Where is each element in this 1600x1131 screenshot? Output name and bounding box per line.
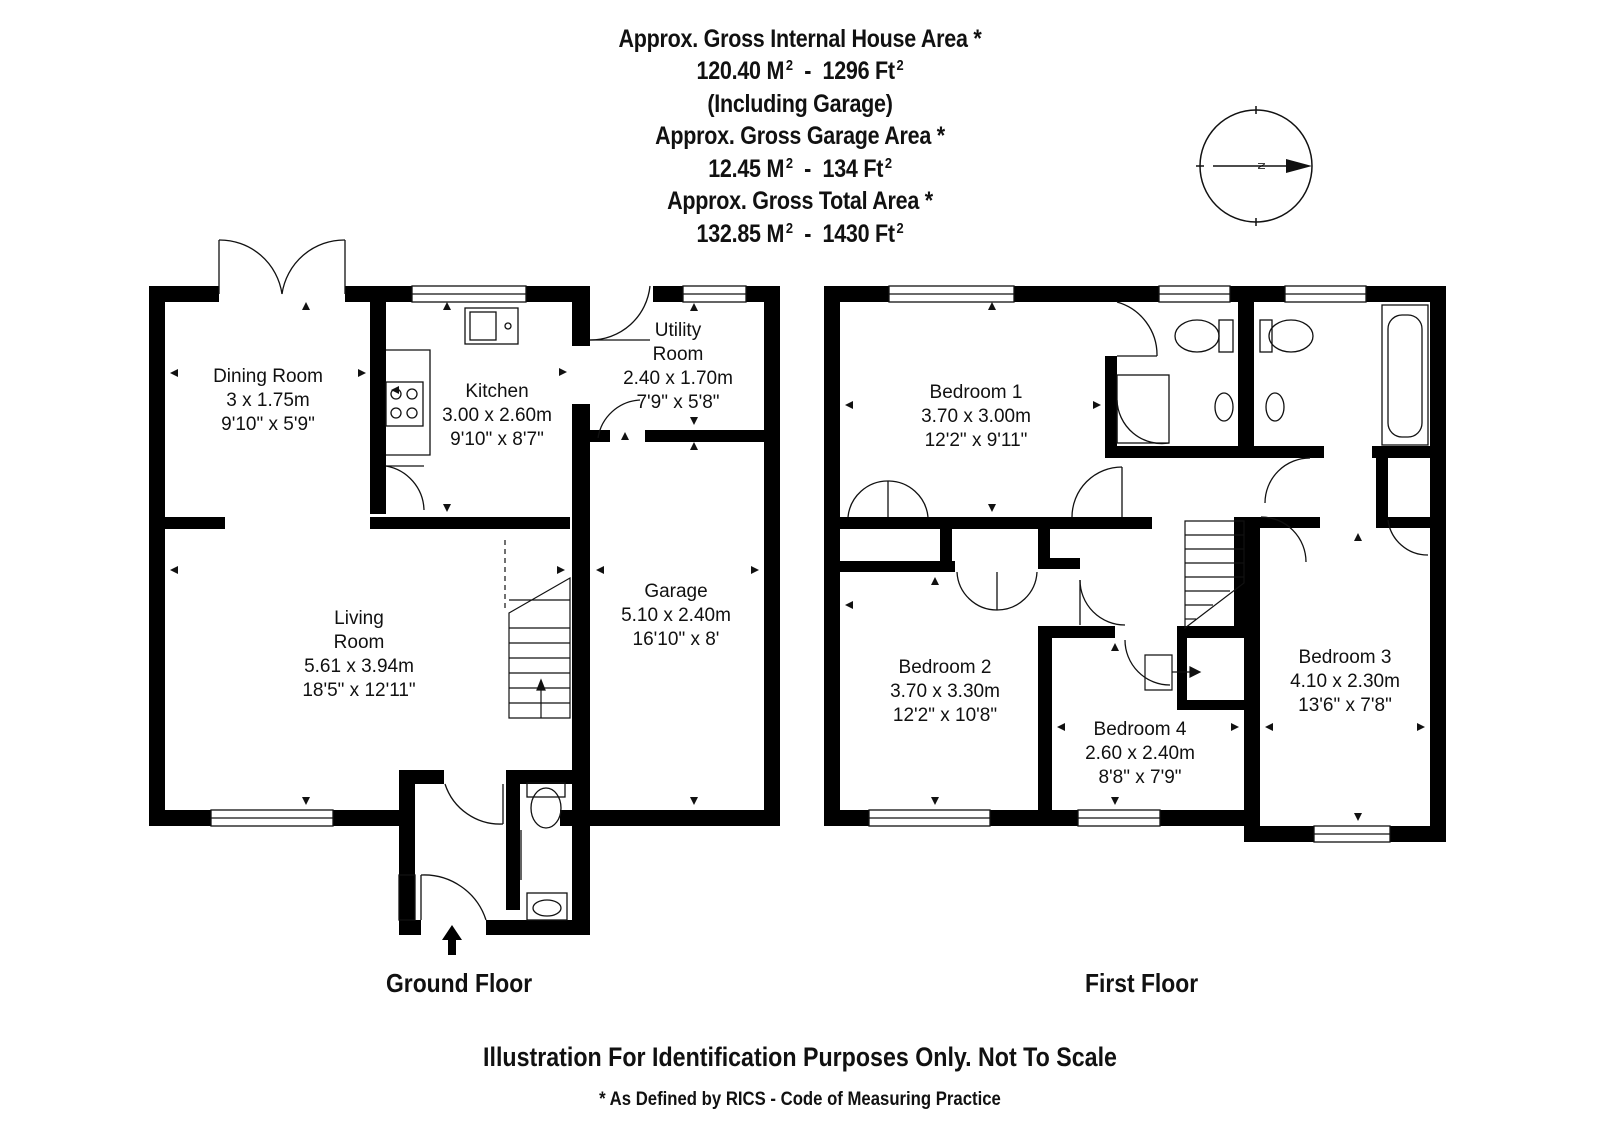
separator: - xyxy=(804,220,812,248)
room-imperial: 9'10" x 5'9" xyxy=(221,414,315,435)
room-name: Kitchen xyxy=(465,381,528,402)
room-metric: 5.10 x 2.40m xyxy=(621,605,731,626)
room-imperial: 12'2" x 9'11" xyxy=(925,430,1028,451)
room-metric: 3.00 x 2.60m xyxy=(442,405,552,426)
room-bedroom-1: Bedroom 1 3.70 x 3.00m 12'2" x 9'11" xyxy=(921,382,1031,451)
compass-north-letter: N xyxy=(1255,162,1266,169)
room-imperial: 8'8" x 7'9" xyxy=(1098,767,1181,788)
header-line-3: (Including Garage) xyxy=(707,90,893,118)
room-name: Bedroom 2 xyxy=(899,657,992,678)
entrance-arrow-icon xyxy=(442,925,462,955)
wc-fixtures xyxy=(520,782,568,921)
room-living: Living Room 5.61 x 3.94m 18'5" x 12'11" xyxy=(302,608,415,701)
sup: 2 xyxy=(884,155,892,172)
separator: - xyxy=(804,155,812,183)
separator: - xyxy=(804,57,812,85)
rics-note: * As Defined by RICS - Code of Measuring… xyxy=(599,1089,1001,1110)
room-bedroom-4: Bedroom 4 2.60 x 2.40m 8'8" x 7'9" xyxy=(1085,719,1195,788)
header-line-4: Approx. Gross Garage Area * xyxy=(655,122,945,150)
sup: 2 xyxy=(785,155,793,172)
total-area-imperial: 1430 Ft xyxy=(822,220,896,248)
total-area-metric: 132.85 M xyxy=(696,220,785,248)
compass-icon: N xyxy=(1196,106,1313,226)
sup: 2 xyxy=(896,57,904,74)
sup: 2 xyxy=(896,220,904,237)
room-name: Living xyxy=(334,608,384,629)
ground-floor-doors xyxy=(218,239,651,921)
first-floor-doors xyxy=(847,301,1429,686)
disclaimer-text: Illustration For Identification Purposes… xyxy=(483,1042,1117,1072)
sup: 2 xyxy=(785,220,793,237)
room-name: Bedroom 4 xyxy=(1094,719,1187,740)
room-name-2: Room xyxy=(334,632,385,653)
room-name: Garage xyxy=(644,581,707,602)
room-imperial: 16'10" x 8' xyxy=(633,629,720,650)
first-floor-windows xyxy=(868,285,1391,843)
room-metric: 4.10 x 2.30m xyxy=(1290,671,1400,692)
ground-floor-windows xyxy=(210,285,747,921)
measurement-ticks xyxy=(170,302,1425,821)
garage-area-metric: 12.45 M xyxy=(708,155,785,183)
room-imperial: 18'5" x 12'11" xyxy=(302,680,415,701)
garage-area-imperial: 134 Ft xyxy=(822,155,884,183)
room-name: Bedroom 1 xyxy=(930,382,1023,403)
room-imperial: 7'9" x 5'8" xyxy=(636,392,719,413)
room-name: Bedroom 3 xyxy=(1299,647,1392,668)
room-metric: 3.70 x 3.30m xyxy=(890,681,1000,702)
room-name-2: Room xyxy=(653,344,704,365)
ground-staircase xyxy=(504,540,571,719)
first-floor-staircase xyxy=(1144,520,1245,691)
room-bedroom-3: Bedroom 3 4.10 x 2.30m 13'6" x 7'8" xyxy=(1290,647,1400,716)
room-metric: 5.61 x 3.94m xyxy=(304,656,414,677)
house-area-imperial: 1296 Ft xyxy=(822,57,896,85)
bathroom-fixtures xyxy=(1116,304,1429,446)
room-dining: Dining Room 3 x 1.75m 9'10" x 5'9" xyxy=(213,366,323,435)
room-name: Utility xyxy=(655,320,702,341)
first-floor-walls xyxy=(824,286,1446,842)
sup: 2 xyxy=(785,57,793,74)
room-imperial: 13'6" x 7'8" xyxy=(1298,695,1392,716)
room-imperial: 12'2" x 10'8" xyxy=(893,705,997,726)
kitchen-fixtures xyxy=(385,307,519,456)
ground-floor-walls xyxy=(149,286,780,935)
room-imperial: 9'10" x 8'7" xyxy=(450,429,544,450)
room-garage: Garage 5.10 x 2.40m 16'10" x 8' xyxy=(621,581,731,650)
header-line-1: Approx. Gross Internal House Area * xyxy=(618,25,982,53)
room-kitchen: Kitchen 3.00 x 2.60m 9'10" x 8'7" xyxy=(442,381,552,450)
house-area-metric: 120.40 M xyxy=(696,57,785,85)
room-metric: 3.70 x 3.00m xyxy=(921,406,1031,427)
room-utility: Utility Room 2.40 x 1.70m 7'9" x 5'8" xyxy=(623,320,733,413)
room-metric: 2.60 x 2.40m xyxy=(1085,743,1195,764)
room-bedroom-2: Bedroom 2 3.70 x 3.30m 12'2" x 10'8" xyxy=(890,657,1000,726)
room-metric: 3 x 1.75m xyxy=(226,390,309,411)
ground-floor-label: Ground Floor xyxy=(386,968,533,998)
first-floor-label: First Floor xyxy=(1085,968,1199,998)
room-name: Dining Room xyxy=(213,366,323,387)
header-line-6: Approx. Gross Total Area * xyxy=(667,187,933,215)
room-metric: 2.40 x 1.70m xyxy=(623,368,733,389)
